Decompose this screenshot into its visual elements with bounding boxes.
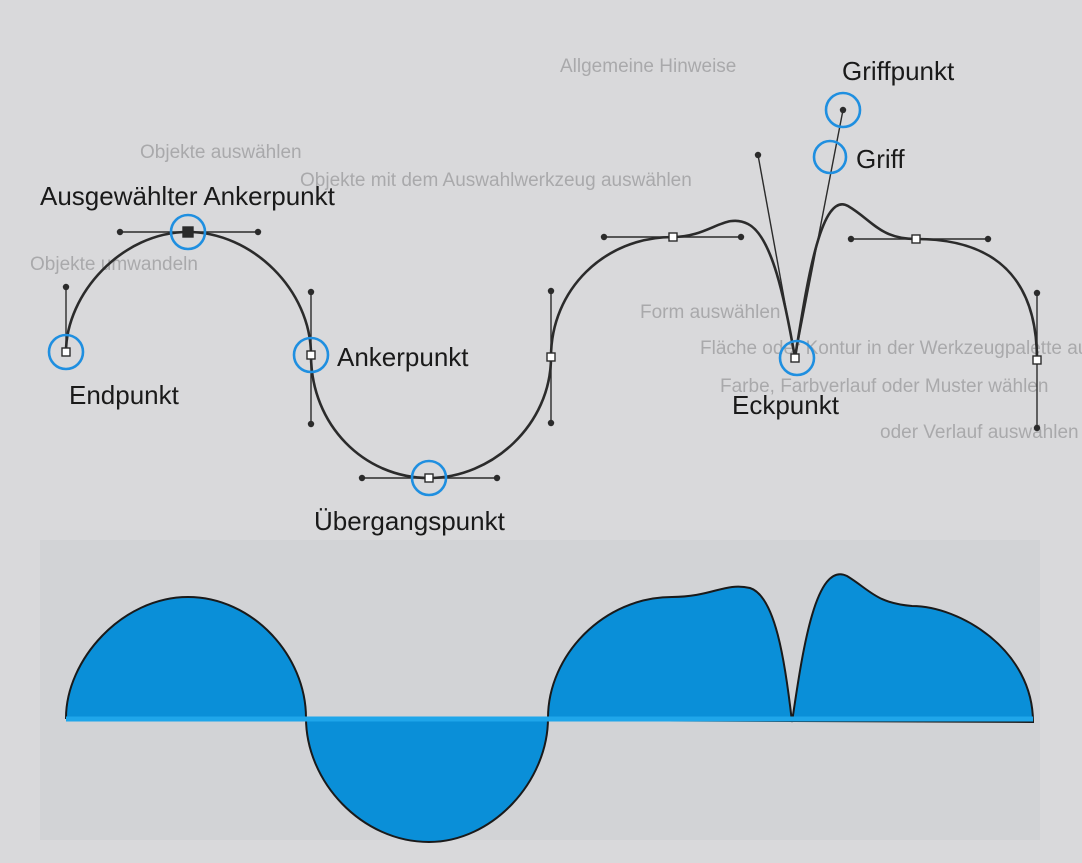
ghost-text-4: Objekte umwandeln (30, 254, 198, 275)
ghost-text-8: oder Verlauf auswählen (880, 422, 1079, 443)
ring-transition-point (410, 459, 448, 497)
ring-grip (812, 139, 848, 175)
label-end-point: Endpunkt (69, 380, 180, 410)
filled-path (64, 573, 1035, 844)
ghost-text-6: Fläche oder Kontur in der Werkzeugpalett… (700, 338, 1082, 359)
ghost-text-3: Objekte mit dem Auswahlwerkzeug auswähle… (300, 170, 692, 191)
ring-grip-point (824, 91, 862, 129)
ring-end-point (47, 333, 85, 371)
label-anchor-point: Ankerpunkt (337, 342, 469, 372)
path-construction: Ausgewählter Ankerpunkt Endpunkt Ankerpu… (40, 56, 1042, 536)
filled-shape (64, 573, 1035, 844)
label-transition-point: Übergangspunkt (314, 506, 506, 536)
label-grip: Griff (856, 144, 905, 174)
label-selected-anchor: Ausgewählter Ankerpunkt (40, 181, 336, 211)
anchor-points (61, 226, 1042, 483)
selected-anchor (182, 226, 194, 238)
corner-anchor (790, 353, 800, 363)
ghost-text-7: Farbe, Farbverlauf oder Muster wählen (720, 376, 1048, 397)
anchor-6 (668, 232, 678, 242)
end-anchor (61, 347, 71, 357)
ghost-text-1: Allgemeine Hinweise (560, 56, 736, 77)
anchor-5 (546, 352, 556, 362)
anchor-8 (911, 234, 921, 244)
ring-anchor-point (292, 336, 330, 374)
handle-points (62, 106, 1041, 482)
ring-corner-point (778, 339, 816, 377)
anchor-9 (1032, 355, 1042, 365)
label-grip-point: Griffpunkt (842, 56, 955, 86)
transition-anchor (424, 473, 434, 483)
labels: Ausgewählter Ankerpunkt Endpunkt Ankerpu… (40, 56, 955, 536)
ghost-text-5: Form auswählen (640, 302, 780, 323)
ring-selected-anchor (169, 213, 207, 251)
bezier-path (64, 203, 1039, 480)
ghost-text-2: Objekte auswählen (140, 142, 302, 163)
smooth-anchor (306, 350, 316, 360)
highlight-rings (47, 91, 862, 497)
label-corner-point: Eckpunkt (732, 390, 840, 420)
